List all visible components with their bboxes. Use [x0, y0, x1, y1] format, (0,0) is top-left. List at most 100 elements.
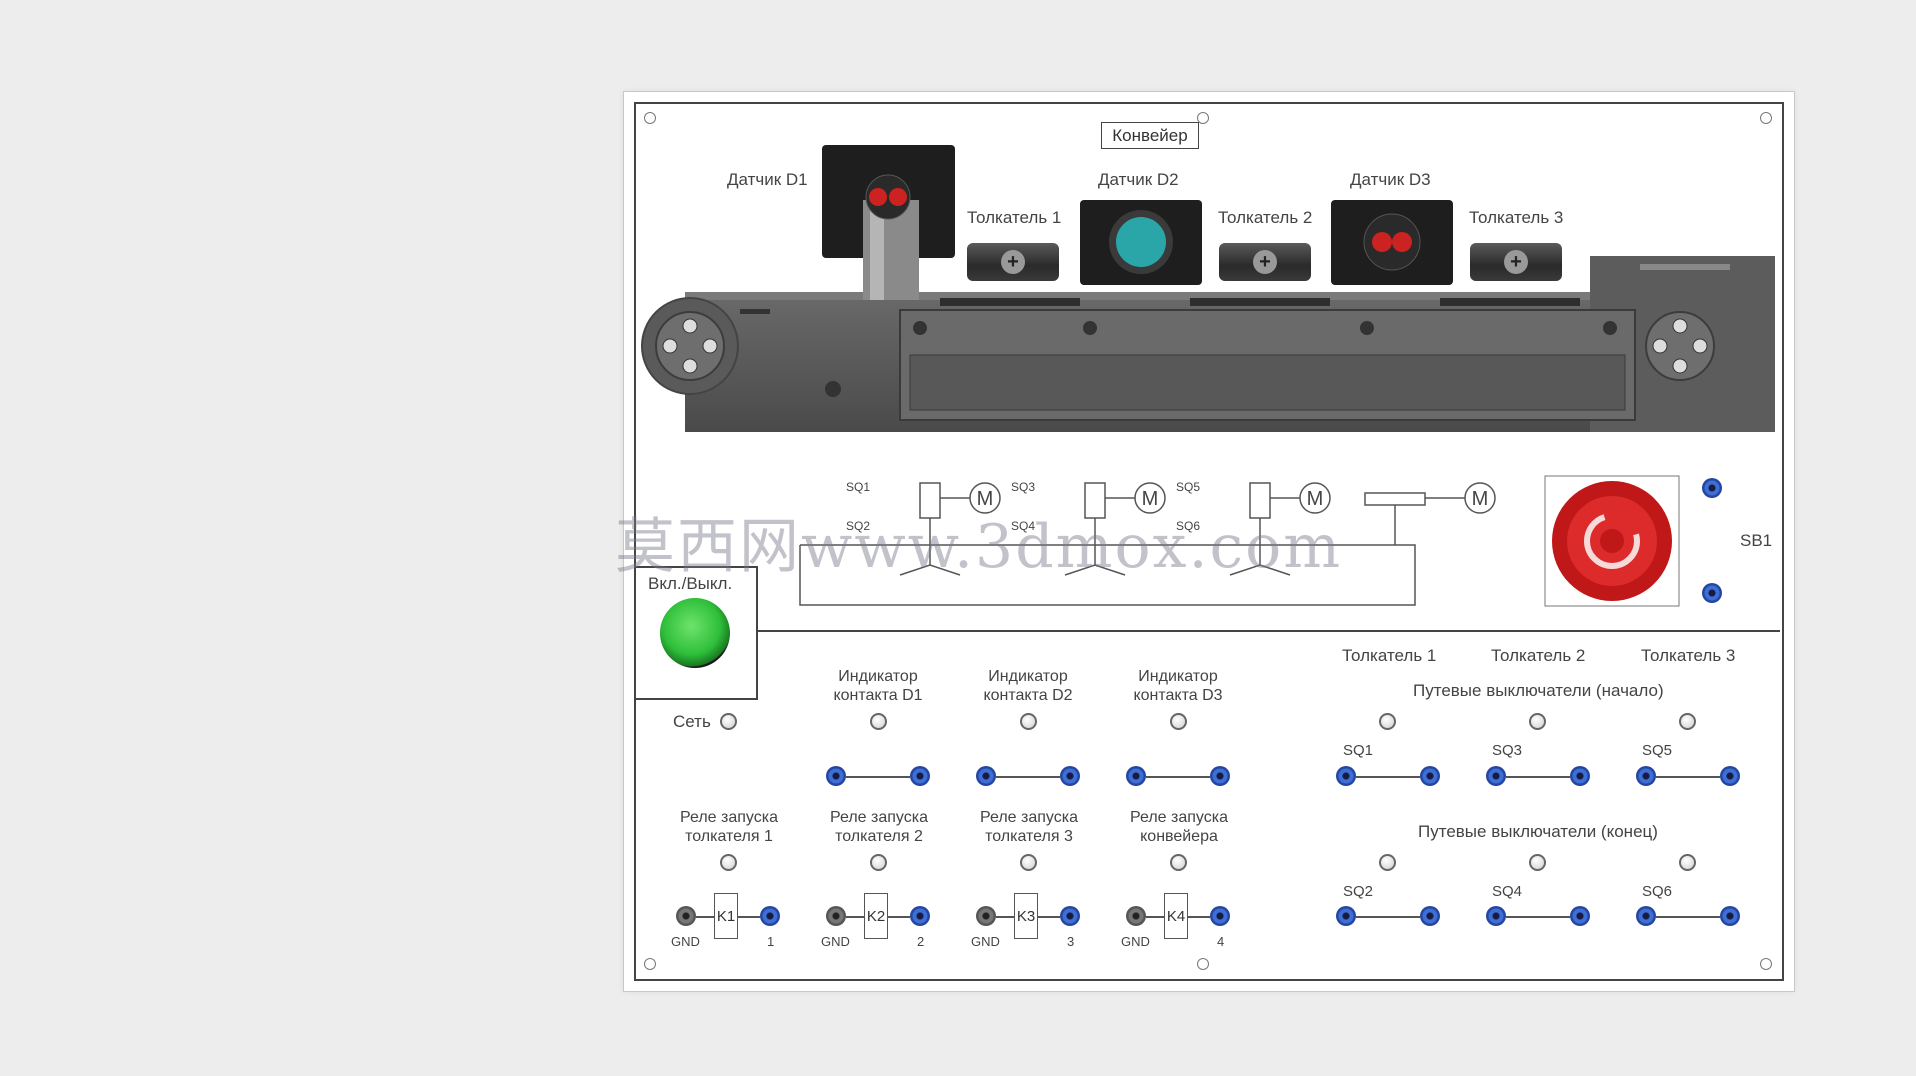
relay-1-out-jack[interactable] [760, 906, 780, 926]
screw-hole-icon [1760, 112, 1772, 124]
limit-end-title: Путевые выключатели (конец) [1418, 822, 1658, 841]
motor-label-1: M [977, 488, 994, 510]
screw-hole-icon [644, 112, 656, 124]
limit-start-label-sq1: SQ1 [1343, 742, 1374, 759]
relay-4-gnd-label: GND [1121, 934, 1150, 949]
panel-frame [634, 102, 1784, 981]
estop-label: SB1 [1740, 531, 1773, 550]
sq5-jack-b[interactable] [1720, 766, 1740, 786]
relay-lamp-4 [1170, 854, 1187, 871]
indicator-jack-d1-a[interactable] [826, 766, 846, 786]
estop-jack-bottom[interactable] [1702, 583, 1722, 603]
sq1-jack-a[interactable] [1336, 766, 1356, 786]
indicator-jack-d3-b[interactable] [1210, 766, 1230, 786]
schematic-label-sq6: SQ6 [1176, 519, 1200, 533]
sq6-jack-b[interactable] [1720, 906, 1740, 926]
estop-jack-top[interactable] [1702, 478, 1722, 498]
screw-hole-icon [644, 958, 656, 970]
limit-end-lamp-2 [1529, 854, 1546, 871]
schematic-diagram: SQ1 SQ2 SQ3 SQ4 SQ5 SQ6 M M M M [799, 480, 1496, 606]
plus-icon: + [1001, 250, 1025, 274]
sq1-jack-b[interactable] [1420, 766, 1440, 786]
indicator-jack-d2-a[interactable] [976, 766, 996, 786]
pusher-2: + [1219, 243, 1311, 281]
relay-3-out-jack[interactable] [1060, 906, 1080, 926]
relay-1-gnd-label: GND [671, 934, 700, 949]
limit-col-label-3: Толкатель 3 [1641, 646, 1736, 665]
plus-icon: + [1253, 250, 1277, 274]
relay-2-out-jack[interactable] [910, 906, 930, 926]
conveyor-graphic [641, 145, 1775, 432]
limit-end-lamp-1 [1379, 854, 1396, 871]
emergency-stop-button[interactable] [1543, 474, 1683, 610]
limit-end-label-sq4: SQ4 [1492, 883, 1523, 900]
relay-2-gnd-label: GND [821, 934, 850, 949]
limit-start-lamp-2 [1529, 713, 1546, 730]
wire [1188, 916, 1210, 918]
limit-col-label-2: Толкатель 2 [1491, 646, 1586, 665]
relay-2-gnd-jack[interactable] [826, 906, 846, 926]
sq3-jack-b[interactable] [1570, 766, 1590, 786]
watermark: 莫西网www.3dmox.com [615, 512, 1343, 582]
motor-label-3: M [1307, 488, 1324, 510]
relay-4-gnd-jack[interactable] [1126, 906, 1146, 926]
relay-4-out-jack[interactable] [1210, 906, 1230, 926]
limit-switch-symbol [1656, 916, 1720, 918]
wire [1038, 916, 1060, 918]
pusher-label-3: Толкатель 3 [1469, 208, 1564, 227]
relay-coil-k4: K4 [1164, 893, 1188, 939]
indicator-jack-d1-b[interactable] [910, 766, 930, 786]
power-button-label: Вкл./Выкл. [648, 574, 733, 593]
power-button[interactable] [660, 598, 730, 668]
motor-label-2: M [1142, 488, 1159, 510]
plus-icon: + [1504, 250, 1528, 274]
relay-2-out-label: 2 [917, 934, 925, 949]
contact-symbol [846, 776, 910, 778]
schematic-label-sq4: SQ4 [1011, 519, 1035, 533]
sq3-jack-a[interactable] [1486, 766, 1506, 786]
schematic-label-sq1: SQ1 [846, 480, 870, 494]
wire [996, 916, 1014, 918]
indicator-jack-d3-a[interactable] [1126, 766, 1146, 786]
limit-end-label-sq6: SQ6 [1642, 883, 1673, 900]
pusher-label-1: Толкатель 1 [967, 208, 1062, 227]
relay-1-gnd-jack[interactable] [676, 906, 696, 926]
relay-3-gnd-jack[interactable] [976, 906, 996, 926]
indicator-jack-d2-b[interactable] [1060, 766, 1080, 786]
sensor-label-d3: Датчик D3 [1350, 170, 1431, 189]
limit-col-label-1: Толкатель 1 [1342, 646, 1437, 665]
sensor-label-d1: Датчик D1 [727, 170, 808, 189]
sq4-jack-a[interactable] [1486, 906, 1506, 926]
pusher-1: + [967, 243, 1059, 281]
contact-symbol [996, 776, 1060, 778]
indicator-lamp-d2 [1020, 713, 1037, 730]
screw-hole-icon [1197, 112, 1209, 124]
limit-switch-symbol [1656, 776, 1720, 778]
relay-4-out-label: 4 [1217, 934, 1225, 949]
indicator-lamp-d1 [870, 713, 887, 730]
screw-hole-icon [1197, 958, 1209, 970]
network-label: Сеть [673, 712, 711, 731]
schematic-label-sq2: SQ2 [846, 519, 870, 533]
wire [696, 916, 714, 918]
indicator-lamp-d3 [1170, 713, 1187, 730]
schematic-label-sq5: SQ5 [1176, 480, 1200, 494]
relay-label-3: Реле запуска толкателя 3 [980, 809, 1078, 845]
sq4-jack-b[interactable] [1570, 906, 1590, 926]
limit-switch-symbol [1506, 916, 1570, 918]
relay-3-out-label: 3 [1067, 934, 1075, 949]
indicator-label-d1: Индикатор контакта D1 [833, 668, 923, 704]
wire [888, 916, 910, 918]
pusher-label-2: Толкатель 2 [1218, 208, 1313, 227]
sq6-jack-a[interactable] [1636, 906, 1656, 926]
wire [1146, 916, 1164, 918]
indicator-label-d2: Индикатор контакта D2 [983, 668, 1073, 704]
limit-start-lamp-3 [1679, 713, 1696, 730]
sq2-jack-b[interactable] [1420, 906, 1440, 926]
relay-lamp-1 [720, 854, 737, 871]
relay-coil-k1: K1 [714, 893, 738, 939]
sq5-jack-a[interactable] [1636, 766, 1656, 786]
sq2-jack-a[interactable] [1336, 906, 1356, 926]
sensor-label-d2: Датчик D2 [1098, 170, 1179, 189]
schematic-label-sq3: SQ3 [1011, 480, 1035, 494]
